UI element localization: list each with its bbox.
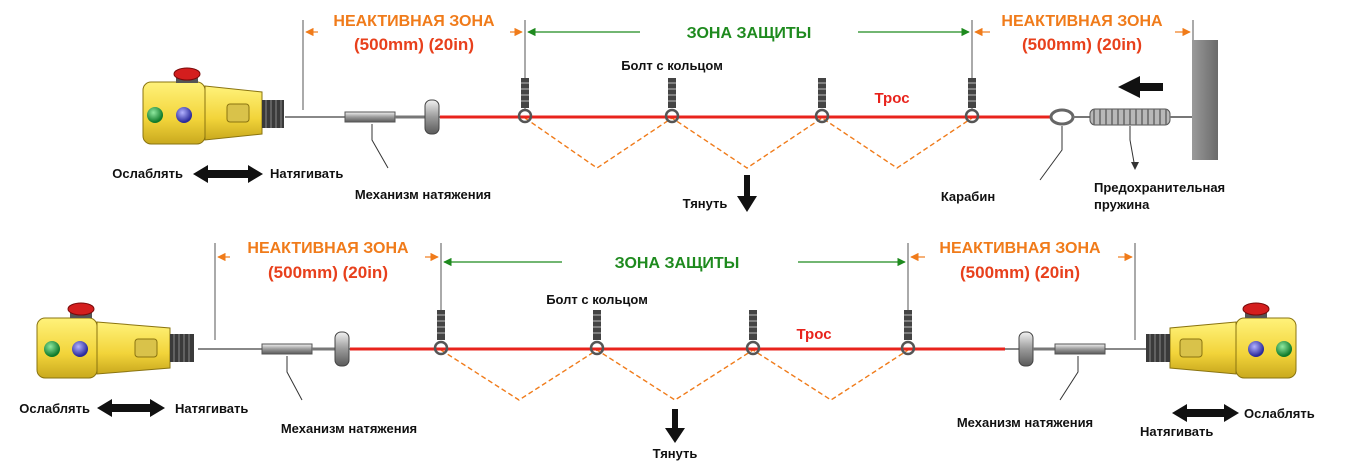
eyebolt-label: Болт с кольцом (546, 292, 648, 307)
protection-zone-label: ЗОНА ЗАЩИТЫ (687, 25, 812, 42)
cable-label: Трос (874, 90, 909, 107)
emergency-stop-button (67, 302, 95, 316)
safety-spring (1073, 108, 1192, 126)
tension-mechanism-right (1018, 331, 1106, 367)
leader-line (1059, 356, 1079, 401)
loosen-label-left: Ослаблять (19, 401, 90, 416)
rope-pull-switch-left (36, 302, 194, 379)
safety-spring-label-2: пружина (1094, 197, 1150, 212)
loosen-tighten-arrow-left (97, 399, 165, 417)
green-indicator (44, 341, 60, 357)
loosen-label-right: Ослаблять (1244, 406, 1315, 421)
tighten-label-right: Натягивать (1140, 424, 1213, 439)
wall (1192, 40, 1218, 160)
loosen-tighten-arrow (193, 165, 263, 183)
rope-pull-switch (142, 67, 284, 145)
inactive-zone-dims-left: (500mm) (20in) (354, 35, 474, 54)
tighten-label-left: Натягивать (175, 401, 248, 416)
loosen-label: Ослаблять (112, 166, 183, 181)
blue-indicator (72, 341, 88, 357)
inactive-zone-dims-right: (500mm) (20in) (960, 263, 1080, 282)
inactive-zone-label-right: НЕАКТИВНАЯ ЗОНА (1001, 13, 1163, 30)
eyebolt (517, 78, 533, 124)
green-indicator (147, 107, 163, 123)
cable-deflection-dashed (524, 117, 973, 169)
tension-mechanism (344, 99, 440, 135)
eyebolt (664, 78, 680, 124)
pull-label: Тянуть (653, 446, 698, 461)
cable-deflection-dashed (440, 349, 909, 401)
inactive-zone-label-left: НЕАКТИВНАЯ ЗОНА (247, 240, 409, 257)
tighten-label: Натягивать (270, 166, 343, 181)
rope-pull-switch-right (1146, 302, 1297, 379)
tension-mechanism-label: Механизм натяжения (355, 187, 491, 202)
inactive-zone-label-right: НЕАКТИВНАЯ ЗОНА (939, 240, 1101, 257)
tension-direction-arrow (1118, 76, 1163, 98)
cable-label: Трос (796, 326, 831, 343)
eyebolt (745, 310, 761, 356)
inactive-zone-label-left: НЕАКТИВНАЯ ЗОНА (333, 13, 495, 30)
bottom-diagram: НЕАКТИВНАЯ ЗОНА (500mm) (20in) ЗОНА ЗАЩИ… (19, 240, 1315, 461)
safety-spring-label-1: Предохранительная (1094, 180, 1225, 195)
loosen-tighten-arrow-right (1172, 404, 1239, 422)
tension-mechanism-label-right: Механизм натяжения (957, 415, 1093, 430)
top-diagram: НЕАКТИВНАЯ ЗОНА (500mm) (20in) ЗОНА ЗАЩИ… (112, 13, 1225, 212)
pull-label: Тянуть (683, 196, 728, 211)
carabiner-label: Карабин (941, 189, 995, 204)
carabiner (1049, 108, 1075, 126)
blue-indicator (176, 107, 192, 123)
leader-line (371, 124, 389, 169)
green-indicator (1276, 341, 1292, 357)
protection-zone-label: ЗОНА ЗАЩИТЫ (615, 255, 740, 272)
eyebolt-label: Болт с кольцом (621, 58, 723, 73)
eyebolt (589, 310, 605, 356)
blue-indicator (1248, 341, 1264, 357)
leader-line (286, 356, 303, 401)
pull-arrow (665, 409, 685, 443)
emergency-stop-button (173, 67, 201, 81)
inactive-zone-dims-left: (500mm) (20in) (268, 263, 388, 282)
eyebolt (814, 78, 830, 124)
eyebolt (900, 310, 916, 356)
tension-mechanism-label-left: Механизм натяжения (281, 421, 417, 436)
tension-mechanism-left (261, 331, 350, 367)
eyebolt (964, 78, 980, 124)
pull-arrow (737, 175, 757, 212)
emergency-stop-button (1242, 302, 1270, 316)
eyebolt (433, 310, 449, 356)
inactive-zone-dims-right: (500mm) (20in) (1022, 35, 1142, 54)
leader-line (1129, 126, 1136, 169)
leader-line (1039, 126, 1063, 181)
